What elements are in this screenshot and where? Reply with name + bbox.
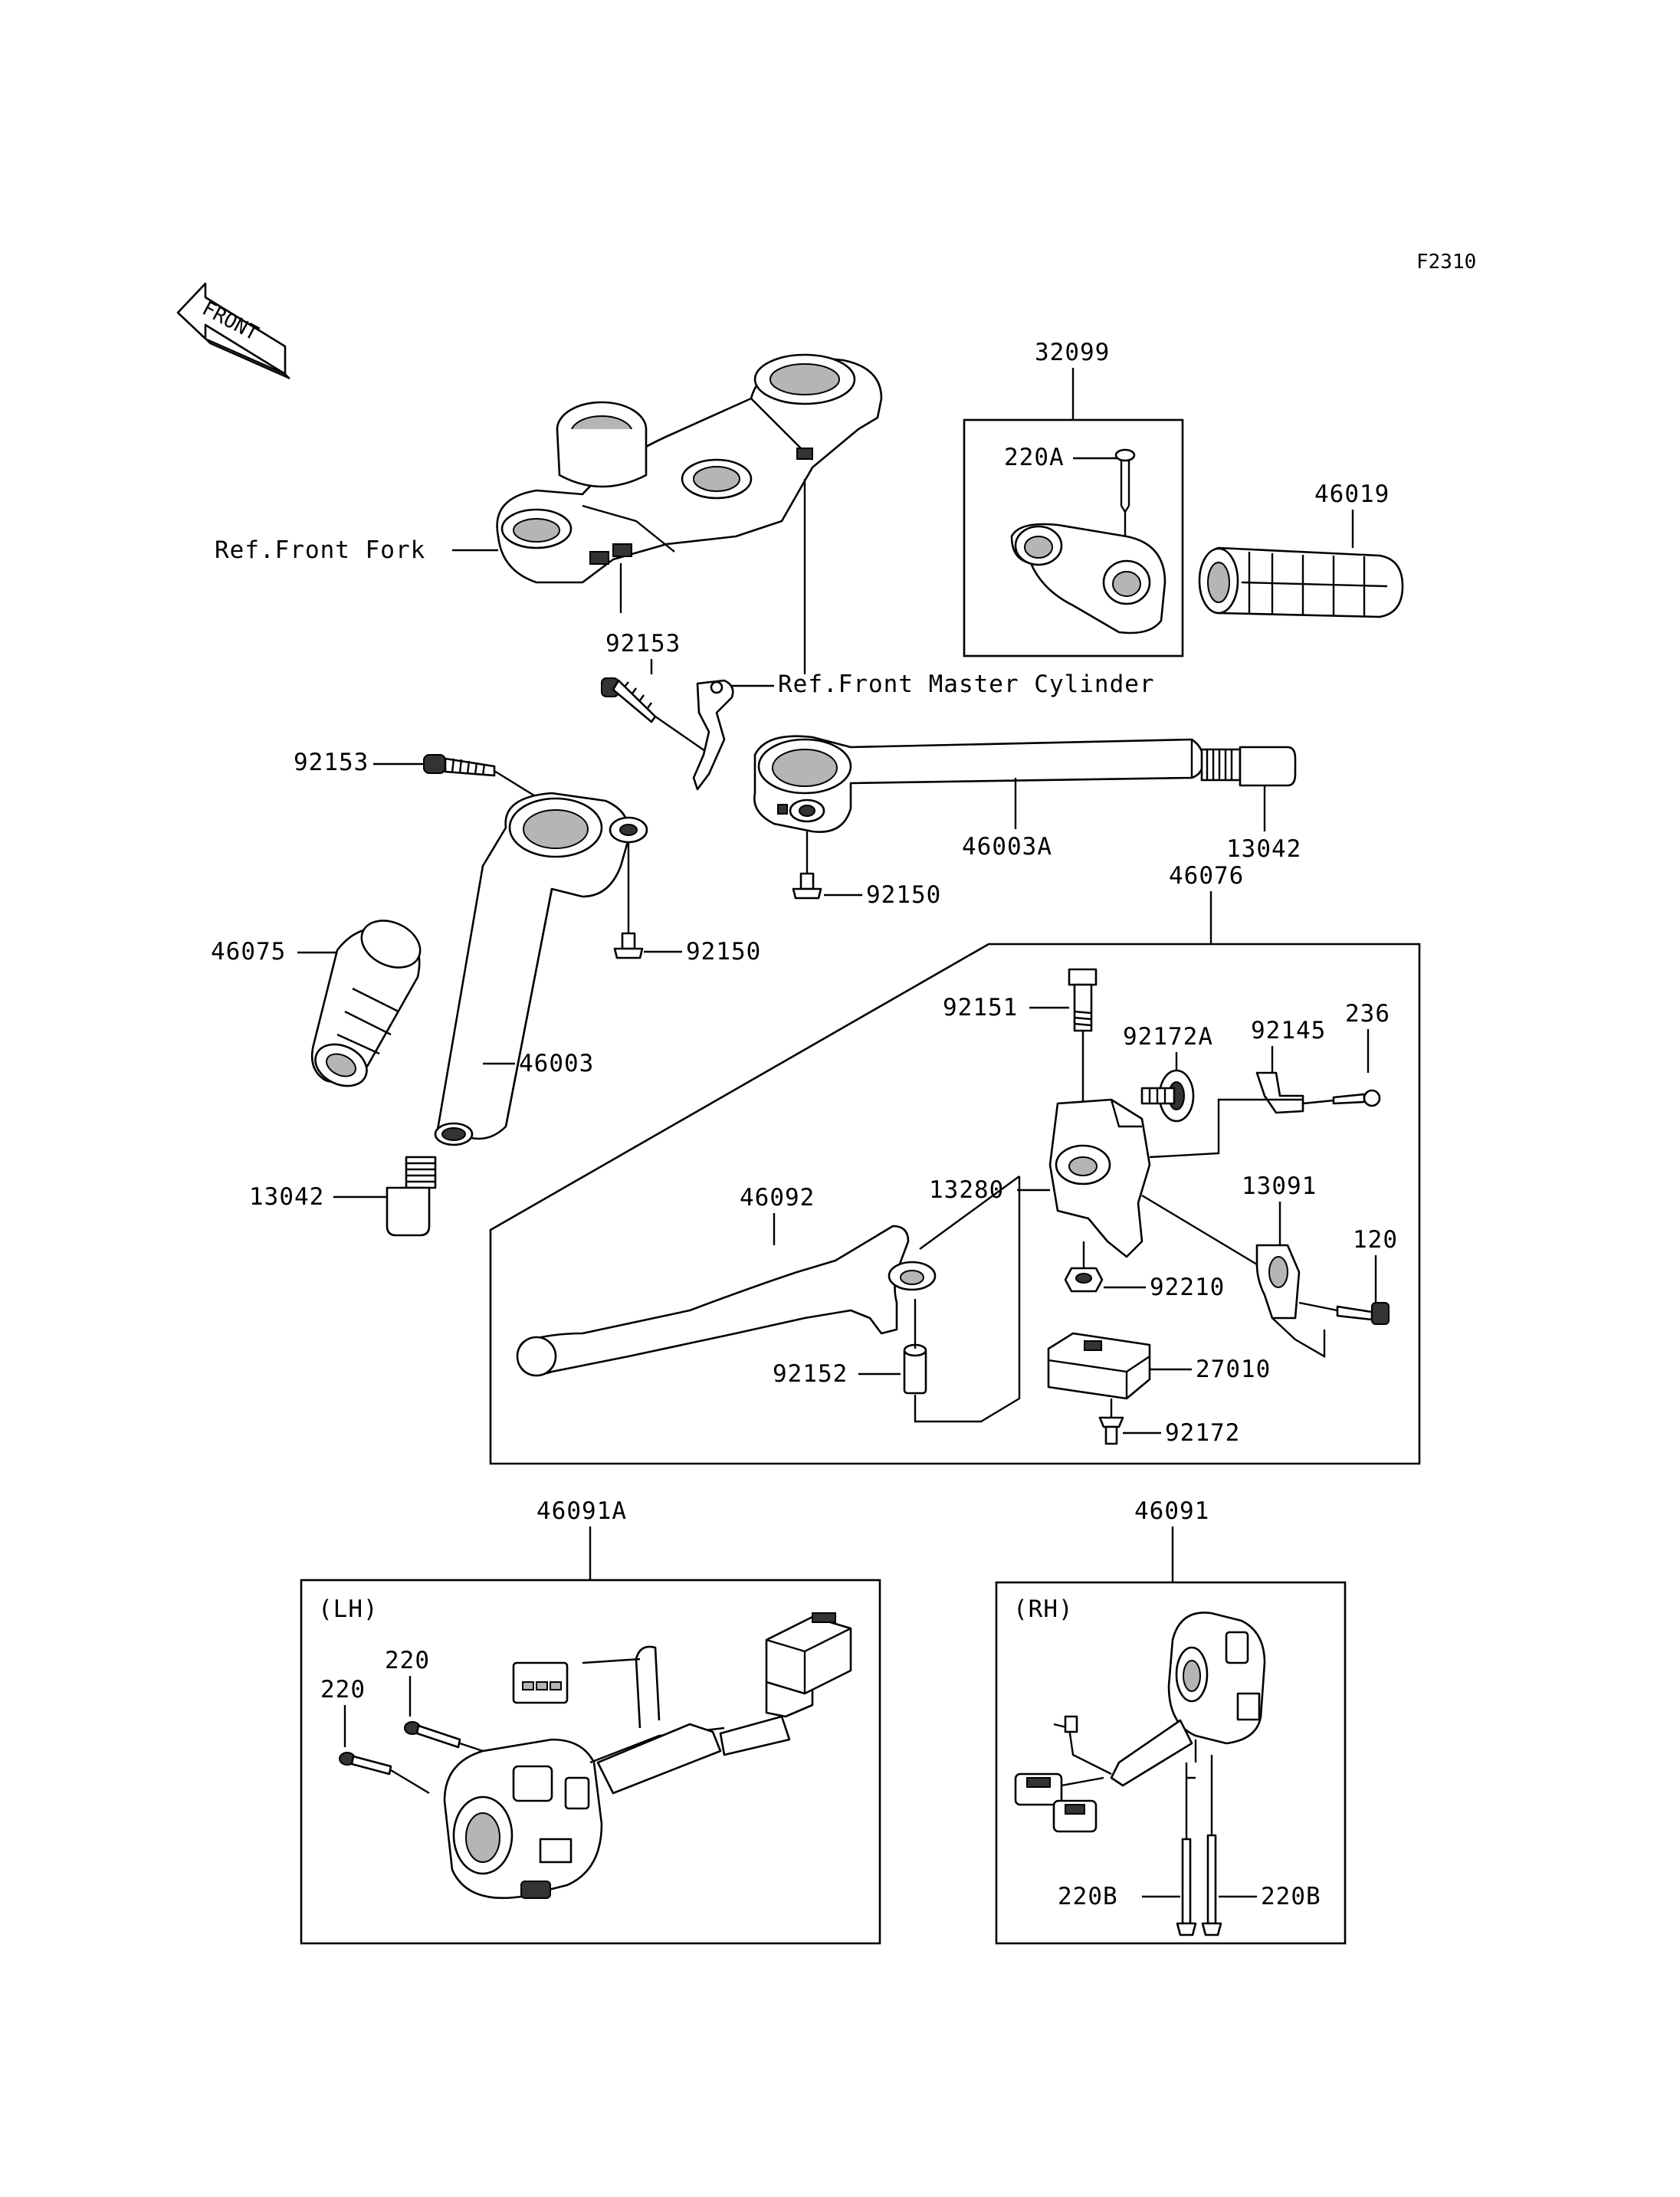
switch-housing-lh xyxy=(443,1726,725,1900)
label-236: 236 xyxy=(1345,1000,1390,1028)
label-13280: 13280 xyxy=(929,1176,1004,1204)
label-92153-lower: 92153 xyxy=(294,749,369,776)
bolt-92153-lower xyxy=(423,754,496,777)
label-220A: 220A xyxy=(1004,444,1065,471)
label-220B-left: 220B xyxy=(1058,1883,1118,1910)
connector-lh-small xyxy=(512,1661,569,1704)
nut-92210 xyxy=(1064,1267,1104,1293)
label-46003A: 46003A xyxy=(962,833,1052,861)
label-220B-right: 220B xyxy=(1261,1883,1321,1910)
clamp-13091 xyxy=(1255,1244,1301,1320)
label-92150-lower: 92150 xyxy=(686,938,761,966)
figure-code: F2310 xyxy=(1416,251,1476,274)
bar-end-13042-upper xyxy=(1200,746,1297,787)
label-46075: 46075 xyxy=(211,938,286,966)
box-46091 xyxy=(995,1581,1347,1945)
box-32099 xyxy=(963,418,1184,657)
screw-92150-upper xyxy=(792,872,822,900)
label-46076: 46076 xyxy=(1169,862,1244,890)
grip-46075 xyxy=(310,920,422,1087)
upper-triple-clamp xyxy=(496,353,883,584)
label-120: 120 xyxy=(1353,1226,1398,1254)
bushing-92152 xyxy=(903,1343,927,1395)
handlebar-46003 xyxy=(434,792,648,1146)
bolt-92153-upper xyxy=(601,677,657,723)
label-92172A: 92172A xyxy=(1123,1023,1213,1051)
lever-46092 xyxy=(516,1225,937,1377)
label-13042-lower: 13042 xyxy=(249,1183,324,1211)
label-46003: 46003 xyxy=(519,1050,594,1077)
wire-harness-lh xyxy=(582,1632,814,1795)
bolt-92151 xyxy=(1068,968,1098,1032)
ref-front-fork-label: Ref.Front Fork xyxy=(215,536,425,564)
screw-220B-left xyxy=(1176,1838,1197,1936)
label-220-upper: 220 xyxy=(385,1647,430,1674)
label-46092: 46092 xyxy=(740,1184,815,1212)
label-92172: 92172 xyxy=(1165,1419,1240,1447)
screw-220-lower xyxy=(339,1752,392,1776)
connector-rh xyxy=(1014,1772,1104,1833)
switch-housing-rh xyxy=(1167,1612,1266,1763)
screw-220A xyxy=(1114,448,1136,514)
bracket-ref-master-cylinder xyxy=(692,679,734,791)
grip-46019 xyxy=(1198,546,1404,618)
label-27010: 27010 xyxy=(1196,1356,1271,1383)
label-92145: 92145 xyxy=(1251,1017,1326,1044)
label-13091: 13091 xyxy=(1242,1172,1317,1200)
screw-220-upper xyxy=(404,1721,461,1749)
front-arrow-icon: FRONT xyxy=(176,282,290,379)
label-92150-upper: 92150 xyxy=(866,881,941,909)
bolt-120 xyxy=(1336,1302,1390,1325)
label-92151: 92151 xyxy=(943,994,1018,1021)
label-92152: 92152 xyxy=(773,1360,848,1388)
screw-92150-lower xyxy=(613,932,644,959)
ref-front-master-cylinder-label: Ref.Front Master Cylinder xyxy=(778,671,1155,698)
box-46091A xyxy=(300,1579,881,1945)
adjuster-92172A xyxy=(1140,1069,1195,1123)
connector-lh-large xyxy=(765,1612,852,1695)
screw-92172 xyxy=(1098,1416,1124,1445)
label-13042-upper: 13042 xyxy=(1226,835,1301,863)
handlebar-46003A xyxy=(753,735,1205,833)
label-92153-upper: 92153 xyxy=(605,630,681,657)
label-46091: 46091 xyxy=(1134,1497,1209,1525)
label-rh: (RH) xyxy=(1013,1595,1074,1623)
bar-end-13042-lower xyxy=(386,1156,437,1237)
label-32099: 32099 xyxy=(1035,339,1110,366)
switch-27010 xyxy=(1047,1332,1151,1400)
spring-92145 xyxy=(1255,1071,1304,1114)
screw-236 xyxy=(1332,1089,1381,1107)
label-46091A: 46091A xyxy=(536,1497,627,1525)
wire-harness-rh xyxy=(1053,1715,1193,1787)
label-220-lower: 220 xyxy=(320,1676,366,1703)
label-lh: (LH) xyxy=(318,1595,379,1623)
label-92210: 92210 xyxy=(1150,1274,1225,1301)
screw-220B-right xyxy=(1201,1834,1222,1936)
lever-holder-13280 xyxy=(1048,1098,1151,1258)
throttle-housing-32099 xyxy=(1010,523,1166,635)
label-46019: 46019 xyxy=(1314,480,1390,508)
box-46076 xyxy=(489,943,1421,1465)
